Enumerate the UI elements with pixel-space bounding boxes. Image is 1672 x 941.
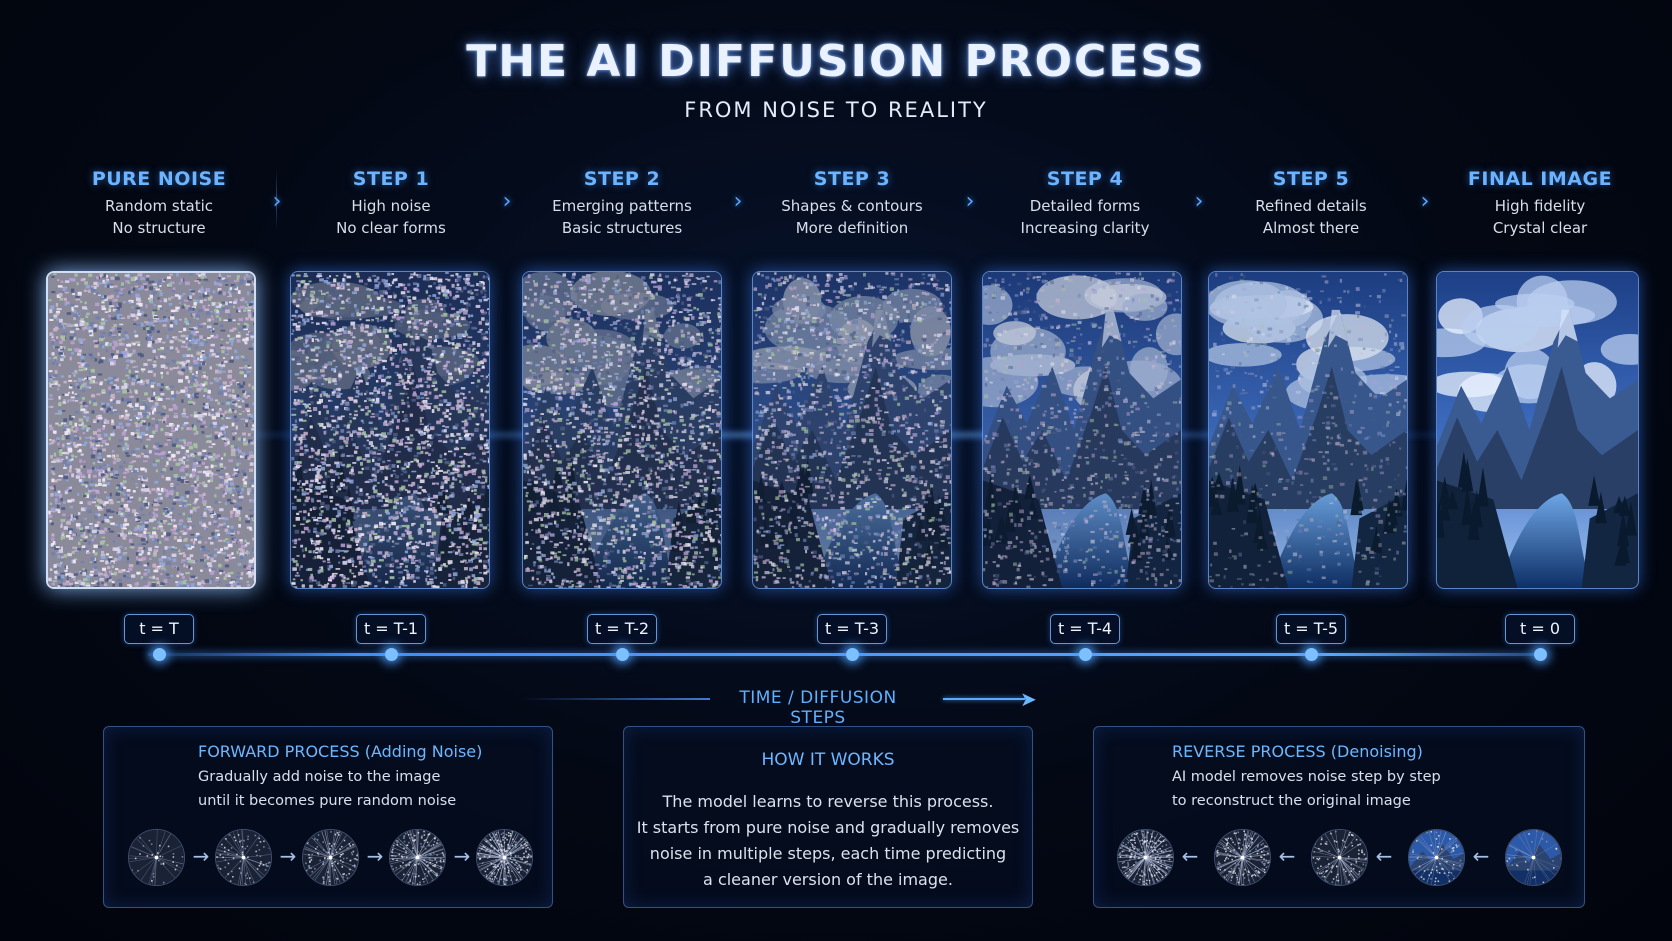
- chevron-right-icon: ›: [1420, 189, 1430, 214]
- timeline-dot-3: [846, 648, 859, 661]
- how-it-works-box: HOW IT WORKS The model learns to reverse…: [623, 726, 1033, 908]
- timestep-label-1: t = T-1: [356, 614, 426, 644]
- axis-line-right: [943, 698, 1025, 700]
- timestep-label-4: t = T-4: [1050, 614, 1120, 644]
- how-line-1: The model learns to reverse this process…: [662, 792, 994, 811]
- step-title: STEP 3: [813, 168, 891, 190]
- how-line-4: a cleaner version of the image.: [703, 870, 953, 889]
- thumbnail-4: [476, 829, 533, 886]
- thumbnail-2: [1311, 829, 1368, 886]
- timestep-label-5: t = T-5: [1276, 614, 1346, 644]
- arrow-left-icon: ←: [1375, 844, 1393, 868]
- axis-label: TIME / DIFFUSION STEPS: [739, 688, 897, 728]
- timeline-dot-2: [616, 648, 629, 661]
- reverse-thumbnails: ← ← ← ←: [1094, 829, 1584, 891]
- step-title: STEP 1: [352, 168, 430, 190]
- arrow-right-icon: ➤: [1020, 687, 1037, 711]
- step-desc-1: Shapes & contours: [781, 197, 923, 215]
- step-title: STEP 2: [583, 168, 661, 190]
- arrow-left-icon: ←: [1181, 844, 1199, 868]
- timeline-dot-5: [1305, 648, 1318, 661]
- step-title: STEP 5: [1272, 168, 1350, 190]
- step-image-4: [982, 271, 1182, 589]
- arrow-left-icon: ←: [1472, 844, 1490, 868]
- timeline-dot-0: [153, 648, 166, 661]
- chevron-right-icon: ›: [733, 189, 743, 214]
- step-image-6: [1436, 271, 1639, 589]
- forward-thumbnails: → → → →: [104, 829, 552, 891]
- forward-title: FORWARD PROCESS (Adding Noise): [198, 742, 483, 761]
- step-title: PURE NOISE: [91, 168, 227, 190]
- step-desc-1: High noise: [351, 197, 431, 215]
- chevron-right-icon: ›: [502, 189, 512, 214]
- step-image-1: [290, 271, 490, 589]
- step-desc-1: Random static: [104, 197, 214, 215]
- forward-line-1: Gradually add noise to the image: [198, 769, 441, 785]
- timestep-label-3: t = T-3: [817, 614, 887, 644]
- forward-process-box: FORWARD PROCESS (Adding Noise) Gradually…: [103, 726, 553, 908]
- thumbnail-3: [1408, 829, 1465, 886]
- step-desc-2: Almost there: [1262, 219, 1360, 237]
- forward-line-2: until it becomes pure random noise: [198, 793, 457, 809]
- arrow-left-icon: ←: [1278, 844, 1296, 868]
- step-desc-2: Increasing clarity: [1020, 219, 1150, 237]
- step-desc-2: Basic structures: [561, 219, 683, 237]
- chevron-right-icon: ›: [272, 189, 282, 214]
- chevron-right-icon: ›: [1194, 189, 1204, 214]
- timeline-dot-6: [1534, 648, 1547, 661]
- header-separator: [276, 170, 277, 230]
- reverse-title: REVERSE PROCESS (Denoising): [1172, 742, 1423, 761]
- step-desc-2: No structure: [112, 219, 206, 237]
- thumbnail-2: [302, 829, 359, 886]
- arrow-right-icon: →: [192, 844, 210, 868]
- arrow-right-icon: →: [366, 844, 384, 868]
- thumbnail-3: [389, 829, 446, 886]
- thumbnail-1: [1214, 829, 1271, 886]
- axis-line-left: [520, 698, 710, 700]
- step-desc-2: No clear forms: [336, 219, 446, 237]
- reverse-line-2: to reconstruct the original image: [1172, 793, 1411, 809]
- how-line-2: It starts from pure noise and gradually …: [636, 818, 1020, 837]
- how-title: HOW IT WORKS: [761, 750, 895, 770]
- thumbnail-1: [215, 829, 272, 886]
- step-image-5: [1208, 271, 1408, 589]
- thumbnail-0: [128, 829, 185, 886]
- page-title: THE AI DIFFUSION PROCESS: [466, 36, 1206, 87]
- timeline-dot-1: [385, 648, 398, 661]
- step-desc-2: Crystal clear: [1492, 219, 1588, 237]
- arrow-right-icon: →: [279, 844, 297, 868]
- step-image-2: [522, 271, 722, 589]
- how-line-3: noise in multiple steps, each time predi…: [649, 844, 1007, 863]
- reverse-process-box: REVERSE PROCESS (Denoising) AI model rem…: [1093, 726, 1585, 908]
- step-desc-1: Detailed forms: [1029, 197, 1141, 215]
- timeline-dot-4: [1079, 648, 1092, 661]
- timeline-line: [148, 653, 1540, 656]
- step-image-0: [46, 271, 256, 589]
- arrow-right-icon: →: [453, 844, 471, 868]
- chevron-right-icon: ›: [965, 189, 975, 214]
- step-header-1: STEP 1 High noise No clear forms: [291, 168, 491, 236]
- step-title: FINAL IMAGE: [1467, 168, 1613, 190]
- timestep-label-2: t = T-2: [587, 614, 657, 644]
- step-desc-1: High fidelity: [1494, 197, 1586, 215]
- step-title: STEP 4: [1046, 168, 1124, 190]
- step-header-0: PURE NOISE Random static No structure: [59, 168, 259, 236]
- step-desc-2: More definition: [795, 219, 909, 237]
- timestep-label-6: t = 0: [1505, 614, 1575, 644]
- timestep-label-0: t = T: [124, 614, 194, 644]
- thumbnail-4: [1505, 829, 1562, 886]
- step-desc-1: Emerging patterns: [552, 197, 692, 215]
- reverse-line-1: AI model removes noise step by step: [1172, 769, 1441, 785]
- time-axis: TIME / DIFFUSION STEPS ➤: [520, 685, 1040, 728]
- step-image-3: [752, 271, 952, 589]
- step-desc-1: Refined details: [1255, 197, 1367, 215]
- page-subtitle: FROM NOISE TO REALITY: [684, 98, 988, 122]
- thumbnail-0: [1117, 829, 1174, 886]
